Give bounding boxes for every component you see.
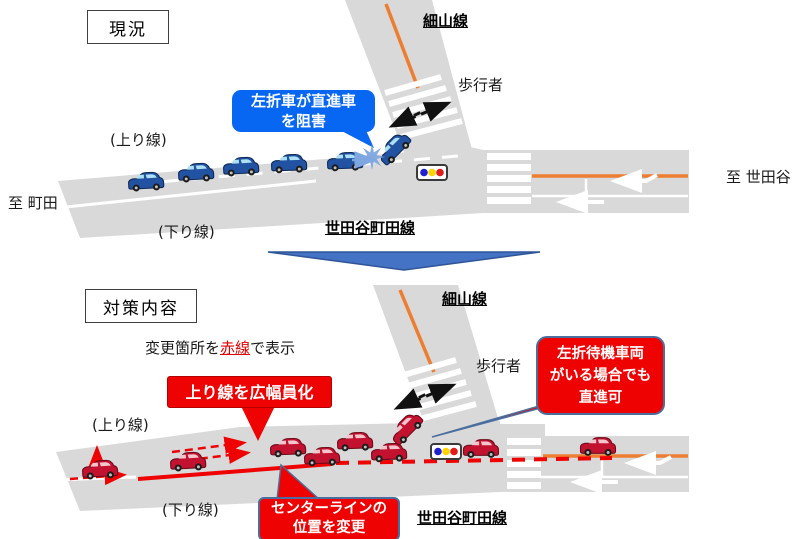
centerline-callout-line1: センターラインの: [271, 501, 387, 517]
main-road-west-current: [58, 147, 483, 238]
blue-car: [270, 153, 308, 175]
crosswalk-main-plan: [507, 438, 541, 489]
widen-callout: 上り線を広幅員化: [167, 376, 332, 408]
wait-callout-line1: 左折待機車両: [557, 345, 644, 362]
orange-centerline-branch-plan: [398, 289, 436, 373]
new-centerline-dashed: [335, 456, 613, 465]
destination-machida: 至 町田: [8, 194, 58, 212]
main-road-label-plan: 世田谷町田線: [417, 509, 508, 527]
lane-down-label-plan: (下り線): [162, 501, 219, 519]
blocking-callout-line1: 左折車が直進車: [250, 92, 356, 110]
branch-road-plan: [373, 285, 510, 460]
pedestrian-label-current: 歩行者: [458, 76, 504, 94]
widen-callout-tail: [240, 404, 276, 441]
lane-down-label-current: (下り線): [158, 223, 215, 241]
collision-starburst-icon: [359, 144, 385, 170]
wait-callout-line2: がいる場合でも: [549, 367, 652, 384]
branch-road-label-plan: 細山線: [442, 290, 488, 308]
wait-callout-line3: 直進可: [578, 389, 623, 406]
blocking-callout-line2: を阻害: [280, 112, 326, 130]
pedestrian-arrows-current: [388, 101, 452, 128]
centerline-callout-line2: 位置を変更: [292, 520, 366, 536]
blue-car: [222, 156, 260, 178]
traffic-signal-icon-plan: [430, 443, 462, 460]
lane-up-label-current: (上り線): [110, 131, 167, 149]
blocking-callout: 左折車が直進車 を阻害: [232, 90, 375, 132]
blue-car: [177, 162, 215, 184]
note-highlight-red-line: 赤線: [220, 339, 251, 357]
crosswalk-main-current: [487, 153, 531, 204]
section-title-current: 現況: [87, 10, 169, 44]
blue-car: [326, 151, 364, 173]
note-suffix: で表示: [250, 339, 296, 357]
red-line-note: 変更箇所を赤線で表示: [145, 339, 295, 357]
pedestrian-arrows-plan: [393, 383, 457, 410]
note-prefix: 変更箇所を: [145, 339, 221, 357]
section-title-plan: 対策内容: [85, 289, 197, 323]
destination-setagaya: 至 世田谷: [726, 168, 791, 186]
traffic-signal-icon-current: [416, 164, 448, 181]
lane-up-label-plan: (上り線): [92, 416, 149, 434]
branch-road-label-current: 細山線: [423, 12, 469, 30]
centerline-callout: センターラインの 位置を変更: [258, 497, 400, 539]
lane-arrow-hook-current: [610, 169, 658, 193]
section-divider-arrow: [267, 251, 541, 271]
orange-centerline-branch-current: [384, 3, 420, 89]
wait-callout: 左折待機車両 がいる場合でも 直進可: [536, 336, 665, 415]
pedestrian-label-plan: 歩行者: [476, 357, 522, 375]
red-dashed-arrow: [171, 436, 247, 454]
main-road-label-current: 世田谷町田線: [325, 219, 416, 237]
new-centerline-solid: [137, 462, 333, 481]
centerline-solid-current: [65, 179, 317, 209]
lane-arrow-hook-plan: [624, 451, 672, 475]
